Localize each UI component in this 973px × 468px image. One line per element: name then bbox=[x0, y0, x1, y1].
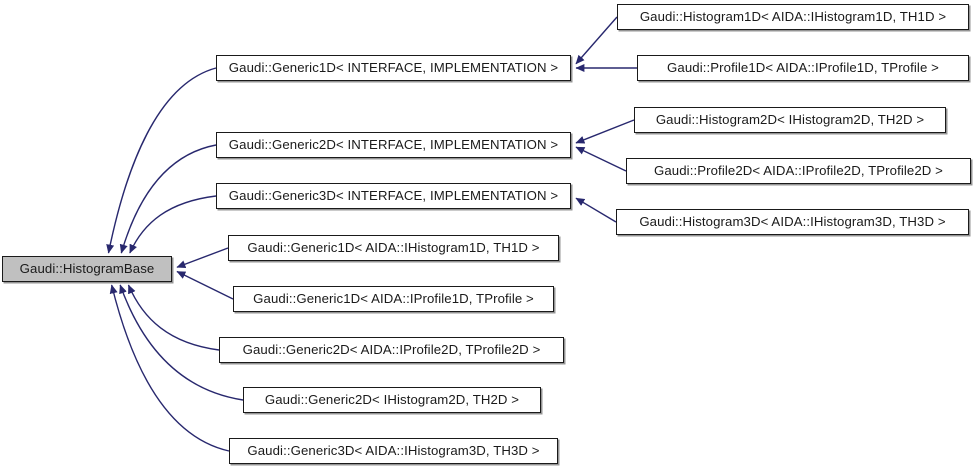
class-node-label: Gaudi::Profile1D< AIDA::IProfile1D, TPro… bbox=[667, 60, 939, 76]
class-node-label: Gaudi::Profile2D< AIDA::IProfile2D, TPro… bbox=[654, 163, 943, 179]
edge-group bbox=[106, 16, 637, 452]
class-node-generic2d-profile2d[interactable]: Gaudi::Generic2D< AIDA::IProfile2D, TPro… bbox=[219, 337, 564, 363]
class-node-label: Gaudi::Generic1D< AIDA::IHistogram1D, TH… bbox=[247, 240, 540, 256]
class-node-label: Gaudi::Generic1D< INTERFACE, IMPLEMENTAT… bbox=[228, 60, 559, 76]
class-node-histogram2d[interactable]: Gaudi::Histogram2D< IHistogram2D, TH2D > bbox=[634, 107, 946, 133]
inheritance-edge-generic1d-tpl-to-histogram-base bbox=[106, 67, 217, 254]
class-node-generic3d-histogram3d[interactable]: Gaudi::Generic3D< AIDA::IHistogram3D, TH… bbox=[229, 438, 558, 464]
inheritance-edge-histogram1d-to-generic1d-tpl bbox=[575, 16, 618, 65]
class-node-profile2d[interactable]: Gaudi::Profile2D< AIDA::IProfile2D, TPro… bbox=[626, 158, 971, 184]
inheritance-edge-generic2d-histogram2d-to-histogram-base bbox=[119, 284, 244, 401]
inheritance-edge-histogram3d-to-generic3d-tpl bbox=[575, 197, 617, 223]
class-node-histogram3d[interactable]: Gaudi::Histogram3D< AIDA::IHistogram3D, … bbox=[616, 209, 969, 235]
class-node-label: Gaudi::HistogramBase bbox=[19, 261, 155, 277]
class-node-label: Gaudi::Generic1D< AIDA::IProfile1D, TPro… bbox=[253, 291, 534, 307]
class-node-label: Gaudi::Histogram2D< IHistogram2D, TH2D > bbox=[655, 112, 925, 128]
class-node-label: Gaudi::Histogram3D< AIDA::IHistogram3D, … bbox=[639, 214, 946, 230]
class-node-label: Gaudi::Generic3D< AIDA::IHistogram3D, TH… bbox=[247, 443, 540, 459]
class-node-profile1d[interactable]: Gaudi::Profile1D< AIDA::IProfile1D, TPro… bbox=[637, 55, 969, 81]
inheritance-edge-generic1d-histogram1d-to-histogram-base bbox=[176, 247, 229, 269]
class-node-histogram1d[interactable]: Gaudi::Histogram1D< AIDA::IHistogram1D, … bbox=[617, 4, 969, 30]
class-node-generic1d-tpl[interactable]: Gaudi::Generic1D< INTERFACE, IMPLEMENTAT… bbox=[216, 55, 571, 81]
inheritance-edge-generic1d-profile1d-to-histogram-base bbox=[176, 270, 234, 300]
class-node-histogram-base[interactable]: Gaudi::HistogramBase bbox=[2, 256, 172, 282]
class-node-label: Gaudi::Histogram1D< AIDA::IHistogram1D, … bbox=[639, 9, 947, 25]
inheritance-edge-histogram2d-to-generic2d-tpl bbox=[575, 119, 635, 144]
class-node-label: Gaudi::Generic2D< INTERFACE, IMPLEMENTAT… bbox=[228, 137, 559, 153]
class-node-generic1d-histogram1d[interactable]: Gaudi::Generic1D< AIDA::IHistogram1D, TH… bbox=[228, 235, 559, 261]
class-node-generic1d-profile1d[interactable]: Gaudi::Generic1D< AIDA::IProfile1D, TPro… bbox=[233, 286, 554, 312]
inheritance-edge-generic2d-tpl-to-histogram-base bbox=[119, 144, 217, 254]
inheritance-edge-generic2d-profile2d-to-histogram-base bbox=[127, 284, 220, 351]
class-node-label: Gaudi::Generic3D< INTERFACE, IMPLEMENTAT… bbox=[228, 188, 559, 204]
class-node-generic2d-tpl[interactable]: Gaudi::Generic2D< INTERFACE, IMPLEMENTAT… bbox=[216, 132, 571, 158]
class-node-label: Gaudi::Generic2D< AIDA::IProfile2D, TPro… bbox=[242, 342, 541, 358]
inheritance-edge-profile2d-to-generic2d-tpl bbox=[575, 146, 627, 172]
class-node-generic2d-histogram2d[interactable]: Gaudi::Generic2D< IHistogram2D, TH2D > bbox=[243, 387, 541, 413]
inheritance-edge-generic3d-tpl-to-histogram-base bbox=[129, 195, 217, 254]
class-node-label: Gaudi::Generic2D< IHistogram2D, TH2D > bbox=[264, 392, 520, 408]
class-node-generic3d-tpl[interactable]: Gaudi::Generic3D< INTERFACE, IMPLEMENTAT… bbox=[216, 183, 571, 209]
inheritance-edge-generic3d-histogram3d-to-histogram-base bbox=[109, 284, 230, 452]
